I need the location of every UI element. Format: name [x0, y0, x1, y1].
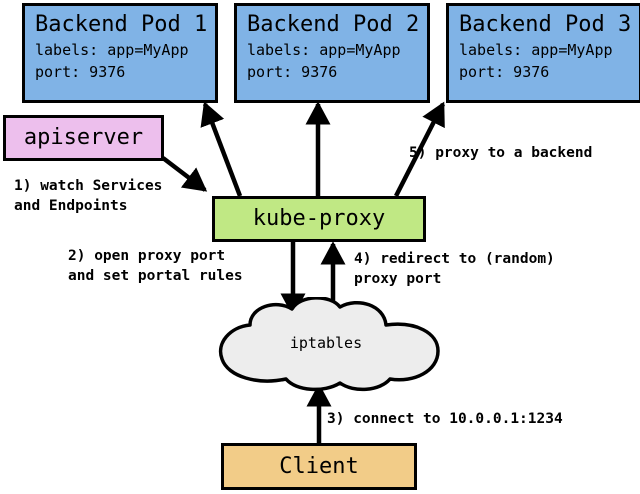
arrow-kubeproxy-to-pod3 — [393, 101, 446, 198]
kube-proxy-label: kube-proxy — [252, 206, 386, 231]
cloud-shape — [218, 296, 440, 392]
backend-pod-1-port: port: 9376 — [35, 63, 126, 81]
client-label: Client — [279, 453, 359, 479]
backend-pod-2-box[interactable]: Backend Pod 2 labels: app=MyApp port: 93… — [234, 3, 430, 103]
step-3-label-line1: 3) connect to 10.0.0.1:1234 — [327, 411, 563, 427]
backend-pod-3-title: Backend Pod 3 — [459, 12, 632, 37]
apiserver-box[interactable]: apiserver — [3, 115, 164, 161]
step-2-label-line2: and set portal rules — [68, 268, 243, 284]
backend-pod-2-labels: labels: app=MyApp — [247, 41, 401, 59]
backend-pod-2-title: Backend Pod 2 — [247, 12, 420, 37]
backend-pod-2-port: port: 9376 — [247, 63, 338, 81]
backend-pod-1-box[interactable]: Backend Pod 1 labels: app=MyApp port: 93… — [22, 3, 218, 103]
step-4-label-line2: proxy port — [354, 271, 442, 287]
kube-proxy-box[interactable]: kube-proxy — [212, 196, 426, 242]
step-4-label-line1: 4) redirect to (random) — [354, 251, 555, 267]
step-1-label-line1: 1) watch Services — [14, 178, 163, 194]
backend-pod-1-labels: labels: app=MyApp — [35, 41, 189, 59]
iptables-cloud: iptables — [188, 296, 464, 393]
arrow-kubeproxy-to-pod1 — [200, 101, 243, 197]
backend-pod-3-port: port: 9376 — [459, 63, 550, 81]
apiserver-label: apiserver — [23, 125, 144, 150]
step-2-label-line1: 2) open proxy port — [68, 248, 226, 264]
client-box[interactable]: Client — [221, 443, 417, 490]
backend-pod-3-box[interactable]: Backend Pod 3 labels: app=MyApp port: 93… — [446, 3, 640, 103]
arrow-apiserver-to-kubeproxy — [161, 156, 208, 192]
step-5-label-line1: 5) proxy to a backend — [409, 145, 593, 161]
backend-pod-1-title: Backend Pod 1 — [35, 12, 208, 37]
step-1-label-line2: and Endpoints — [14, 198, 128, 214]
backend-pod-3-labels: labels: app=MyApp — [459, 41, 613, 59]
